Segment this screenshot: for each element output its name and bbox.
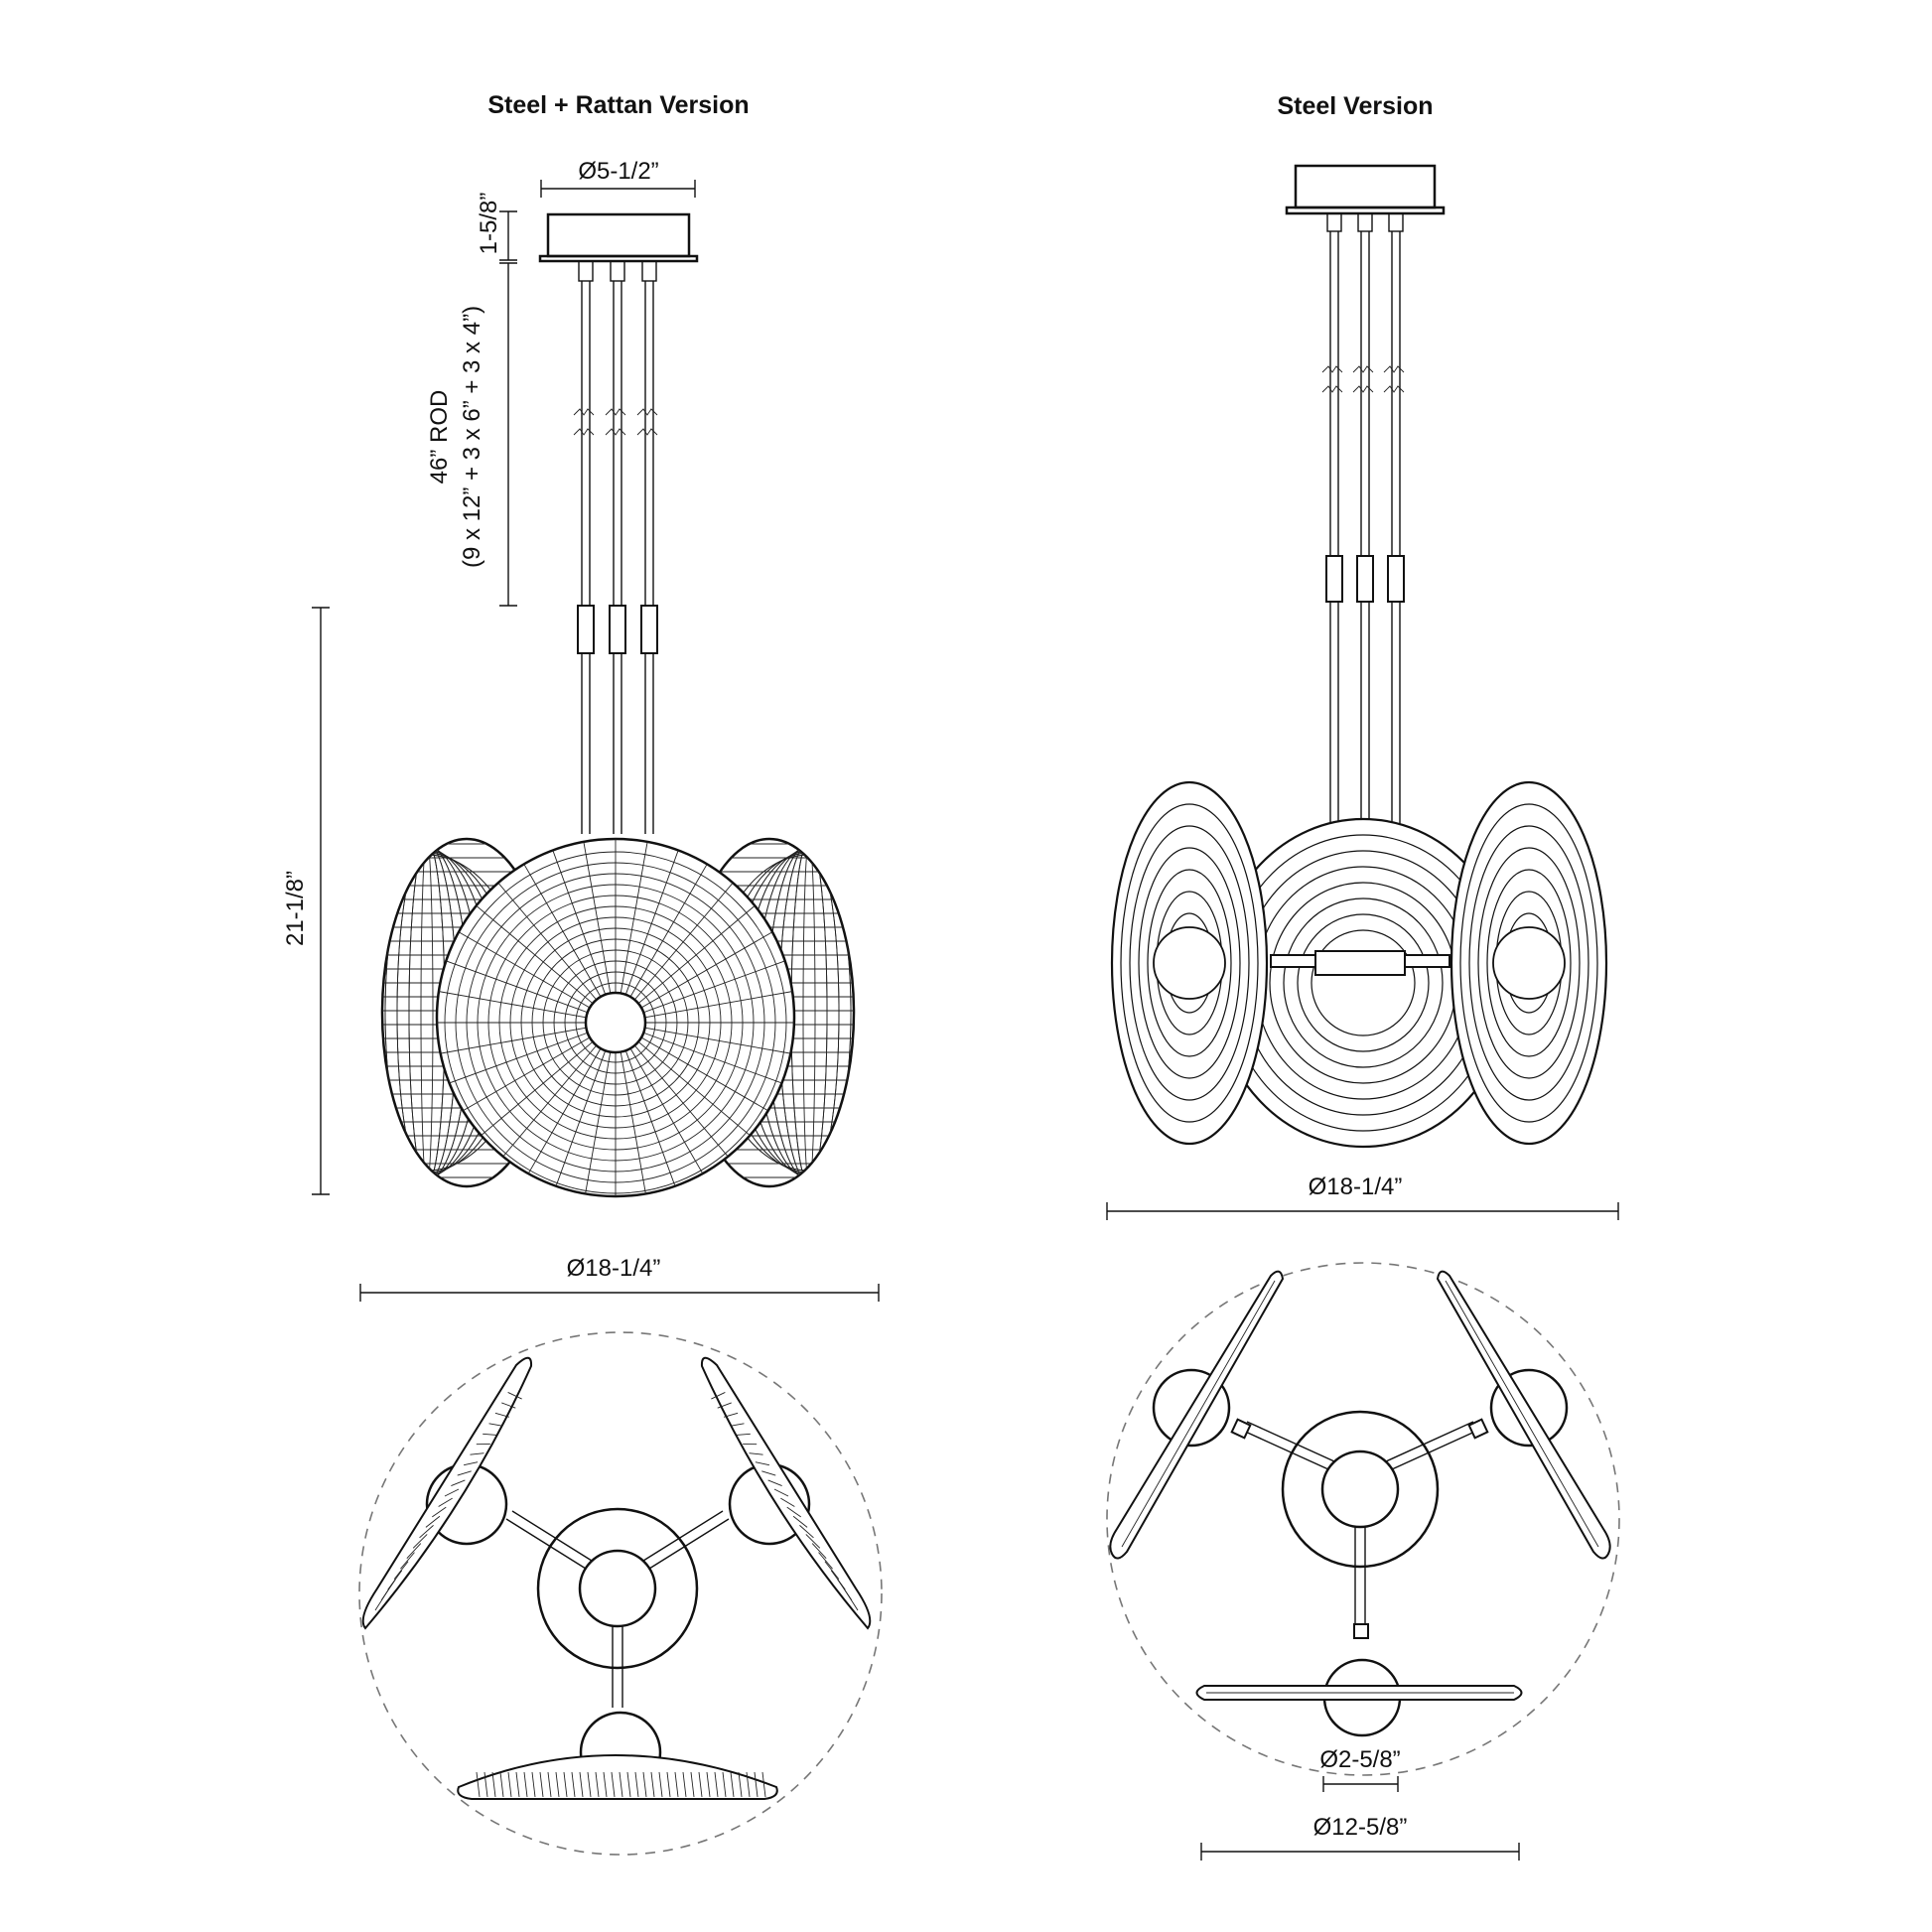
right-side-view — [1110, 164, 1608, 1149]
canopy-height-dimension: 1-5/8” — [476, 193, 517, 261]
rod-length-dimension: 46” ROD (9 x 12” + 3 x 6” + 3 x 4”) — [426, 262, 517, 607]
left-width-dimension: Ø18-1/4” — [359, 1255, 880, 1302]
rattan-shade-center — [435, 837, 796, 1198]
rod-length-label: 46” ROD — [426, 390, 453, 484]
left-title: Steel + Rattan Version — [487, 91, 749, 119]
left-side-view: Ø5-1/2” 1-5/8” 46” ROD (9 x 12” + 3 x 6”… — [282, 158, 856, 1198]
steel-shade-left — [1110, 780, 1269, 1146]
shade-edge-upper-left — [361, 1356, 533, 1630]
canopy — [538, 212, 699, 282]
rod-composition-label: (9 x 12” + 3 x 6” + 3 x 4”) — [459, 306, 485, 568]
right-width-dimension: Ø18-1/4” — [1106, 1173, 1619, 1220]
right-width-label: Ø18-1/4” — [1309, 1173, 1403, 1200]
shade-edge-upper-right — [700, 1356, 872, 1630]
steel-shade-right — [1449, 780, 1608, 1146]
canopy-diameter-label: Ø5-1/2” — [578, 158, 658, 185]
fixture-height-dimension: 21-1/8” — [282, 607, 330, 1195]
right-title: Steel Version — [1277, 92, 1433, 120]
plate-diameter-dimension: Ø12-5/8” — [1200, 1814, 1520, 1861]
canopy-diameter-dimension: Ø5-1/2” — [540, 158, 696, 198]
fixture-height-label: 21-1/8” — [282, 871, 309, 946]
shade-edge-bottom — [457, 1753, 778, 1800]
left-width-label: Ø18-1/4” — [567, 1255, 661, 1282]
right-top-view — [1106, 1262, 1620, 1776]
hub — [1270, 950, 1450, 976]
bulb-diameter-label: Ø2-5/8” — [1319, 1746, 1400, 1773]
rods — [1321, 231, 1405, 943]
canopy-height-label: 1-5/8” — [476, 193, 502, 255]
rods — [573, 281, 658, 834]
plate-diameter-label: Ø12-5/8” — [1313, 1814, 1408, 1841]
bulb-diameter-dimension: Ø2-5/8” — [1319, 1746, 1401, 1792]
canopy — [1285, 164, 1446, 232]
left-top-view — [358, 1331, 883, 1856]
